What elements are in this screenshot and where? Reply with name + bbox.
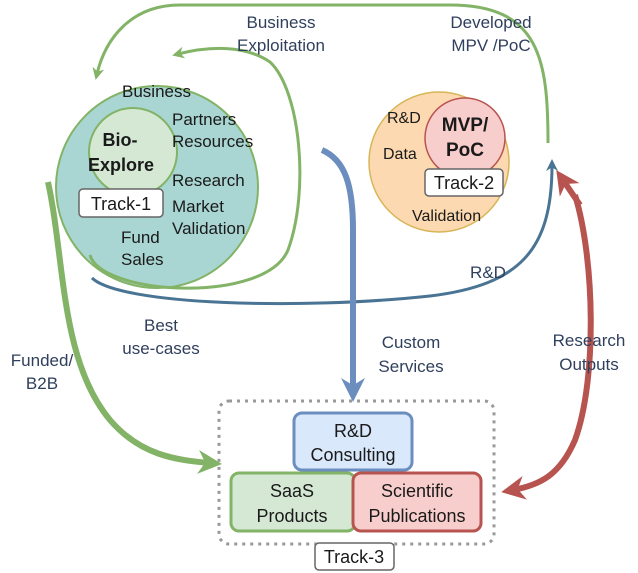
business-exploitation-label-line2: Exploitation (237, 36, 325, 55)
funded-b2b-arrow (45, 181, 222, 474)
bioexplore-label-line1: Bio- (103, 130, 138, 150)
bioexplore-core-circle (88, 107, 178, 197)
business-exploitation-label-line1: Business (247, 13, 316, 32)
research-outputs-label-line2: Outputs (559, 355, 619, 374)
track2-item-validation: Validation (412, 208, 481, 225)
custom-services-label-line2: Services (378, 357, 443, 376)
track2-item-rd: R&D (387, 110, 421, 127)
track2-group: MVP/ PoC Track-2 R&D Data Validation (368, 91, 510, 233)
track3-group: R&D Consulting SaaS Products Scientific … (217, 399, 496, 571)
track1-item-partners: Partners (172, 110, 236, 129)
track1-tag-box (78, 188, 164, 218)
developed-label-line1: Developed (450, 13, 531, 32)
rd-consulting-box (292, 411, 414, 472)
business-exploitation-arrow (88, 46, 302, 290)
best-use-cases-label-line2: use-cases (122, 339, 199, 358)
custom-services-arrow (320, 147, 365, 402)
bioexplore-label-line2: Explore (88, 155, 154, 175)
track2-tag: Track-2 (434, 173, 494, 193)
custom-services-label-line1: Custom (382, 333, 441, 352)
rd-arrow-label: R&D (470, 263, 506, 282)
funded-b2b-label-line1: Funded/ (11, 351, 74, 370)
funded-b2b-label-line2: B2B (26, 374, 58, 393)
track3-tag-box (314, 542, 395, 571)
track1-item-sales: Sales (121, 250, 164, 269)
track1-item-research: Research (172, 171, 245, 190)
track1-item-business: Business (122, 82, 191, 101)
rd-arrow (90, 159, 558, 306)
research-outputs-arrow-head-top (556, 170, 583, 207)
mvp-label-line1: MVP/ (442, 115, 489, 136)
saas-line2: Products (256, 506, 327, 526)
best-use-cases-label-line1: Best (144, 316, 178, 335)
mvp-label-line2: PoC (446, 140, 484, 161)
track3-tag: Track-3 (324, 547, 384, 567)
rd-consulting-line2: Consulting (310, 445, 395, 465)
research-outputs-arrow (501, 194, 594, 500)
saas-line1: SaaS (270, 481, 314, 501)
sci-line1: Scientific (381, 481, 453, 501)
track2-item-data: Data (383, 146, 417, 163)
track1-item-market: Market (172, 197, 224, 216)
track1-tag: Track-1 (91, 194, 151, 214)
developed-mvp-arrow (92, 3, 550, 144)
track1-item-fund: Fund (121, 228, 160, 247)
track2-tag-box (424, 168, 504, 197)
track1-group: Bio- Explore Track-1 Business Partners R… (55, 82, 259, 289)
track1-item-resources: Resources (172, 132, 253, 151)
track1-item-validation: Validation (172, 219, 245, 238)
sci-line2: Publications (368, 506, 465, 526)
mvp-core-circle (424, 97, 506, 179)
rd-consulting-line1: R&D (334, 421, 372, 441)
scientific-publications-box (351, 471, 483, 533)
research-outputs-label-line1: Research (553, 331, 626, 350)
developed-label-line2: MPV /PoC (451, 36, 530, 55)
